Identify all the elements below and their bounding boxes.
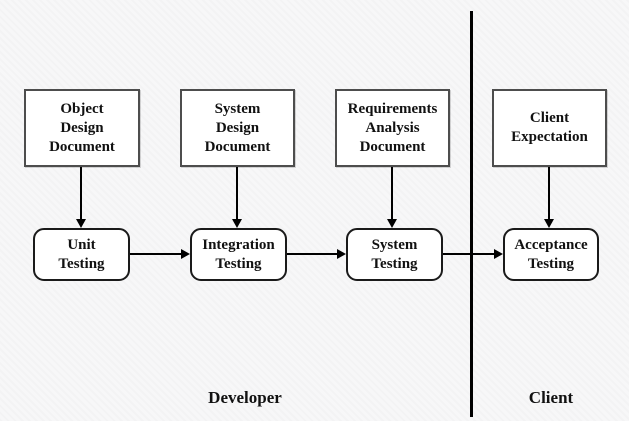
zone-label-client: Client [528,388,574,407]
document-box-label: Client Expectation [511,110,588,145]
document-box-label: Object Design Document [49,100,115,155]
document-box-label: Requirements Analysis Document [347,100,438,155]
test-box-system-testing: System Testing [346,228,443,281]
arrow-requirements-to-system-testing [391,167,393,221]
arrowhead-right-icon [494,249,503,259]
test-box-acceptance-testing: Acceptance Testing [503,228,599,281]
developer-client-divider-line [470,11,473,417]
document-box-requirements-analysis: Requirements Analysis Document [335,89,450,167]
arrow-client-expectation-to-acceptance-testing [548,167,550,221]
arrow-unit-to-integration [130,253,182,255]
test-box-label: Unit Testing [58,236,105,272]
document-box-label: System Design Document [204,100,271,155]
document-box-object-design: Object Design Document [24,89,140,167]
document-box-system-design: System Design Document [180,89,295,167]
test-box-integration-testing: Integration Testing [190,228,287,281]
test-box-unit-testing: Unit Testing [33,228,130,281]
arrowhead-right-icon [181,249,190,259]
test-box-label: Integration Testing [202,236,275,272]
arrowhead-right-icon [337,249,346,259]
test-box-label: Acceptance Testing [514,236,588,272]
arrowhead-down-icon [544,219,554,228]
arrow-system-to-acceptance [443,253,495,255]
test-box-label: System Testing [371,236,418,272]
arrow-system-design-to-integration-testing [236,167,238,221]
arrowhead-down-icon [387,219,397,228]
zone-label-developer: Developer [208,388,282,407]
document-box-client-expectation: Client Expectation [492,89,607,167]
arrow-integration-to-system [287,253,338,255]
arrowhead-down-icon [76,219,86,228]
arrow-object-design-to-unit-testing [80,167,82,221]
arrowhead-down-icon [232,219,242,228]
